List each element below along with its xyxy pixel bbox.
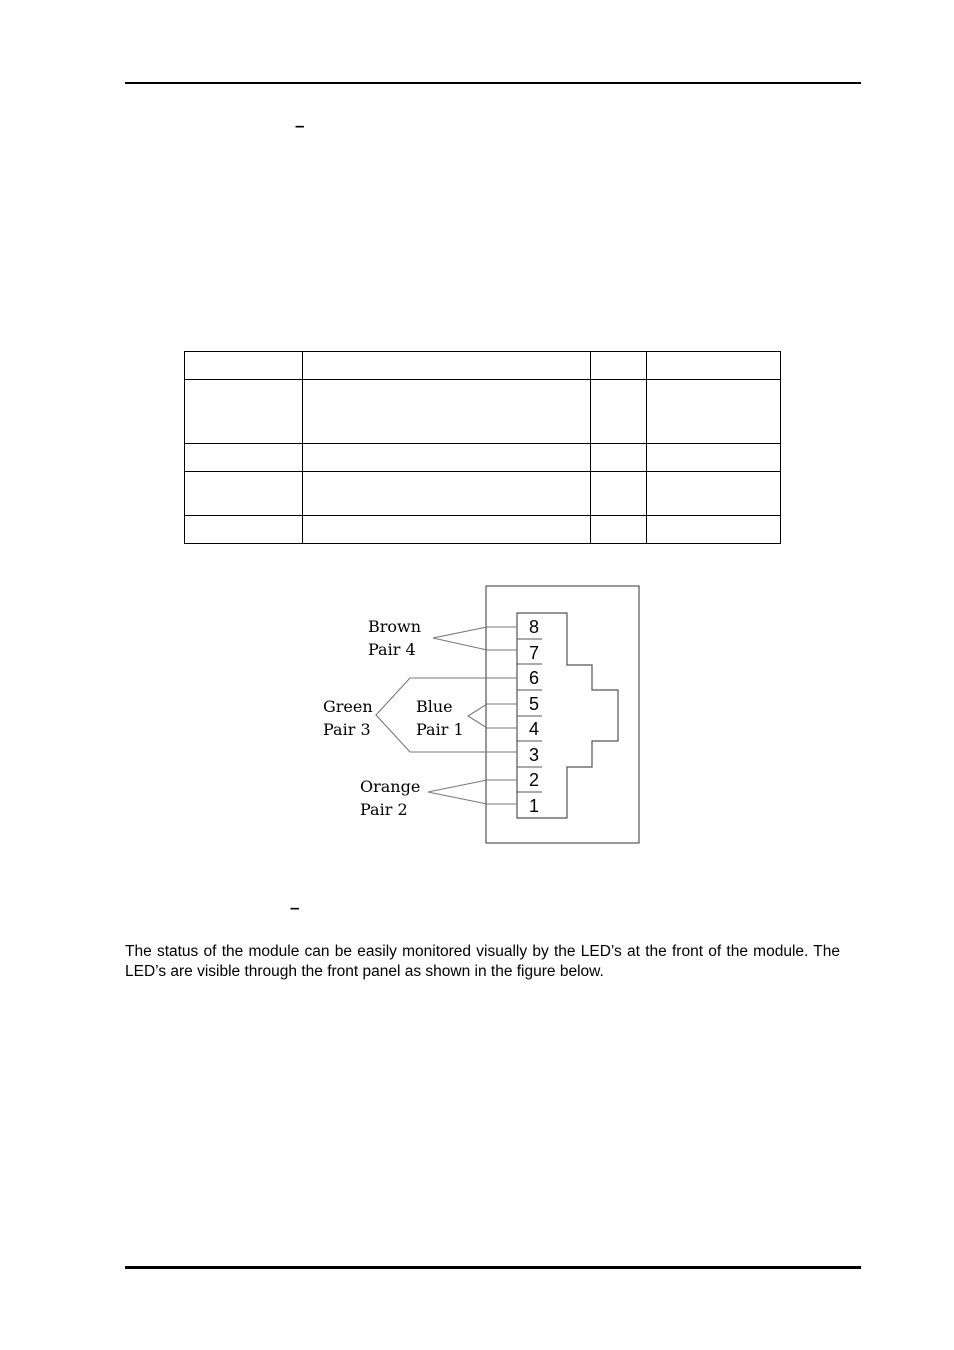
table-cell — [184, 351, 303, 380]
brown-pair-wire — [432, 626, 517, 651]
pin-number: 7 — [529, 643, 539, 663]
table-cell — [184, 443, 303, 472]
connector-housing — [485, 585, 640, 844]
table-cell — [302, 443, 591, 472]
green-pair-label: Pair 3 — [323, 720, 371, 739]
green-label: Green — [323, 697, 373, 716]
section-heading-fragment: – — [295, 116, 305, 135]
pin-number: 8 — [529, 617, 539, 637]
pin-dividers — [517, 638, 542, 793]
pin-number: 6 — [529, 668, 539, 688]
table-cell — [302, 515, 591, 544]
orange-pair-label: Pair 2 — [360, 800, 408, 819]
table-cell — [184, 515, 303, 544]
blue-pair-label: Pair 1 — [416, 720, 464, 739]
brown-pair-label: Pair 4 — [368, 640, 416, 659]
table-row — [184, 351, 781, 380]
green-pair-wire — [375, 677, 517, 753]
connector-plug-outline — [516, 612, 619, 819]
pin-number: 3 — [529, 745, 539, 765]
header-rule — [125, 82, 861, 84]
table-cell — [590, 471, 647, 516]
pinout-table — [184, 351, 781, 544]
table-cell — [302, 351, 591, 380]
blue-label: Blue — [416, 697, 453, 716]
table-cell — [184, 379, 303, 444]
table-row — [184, 471, 781, 516]
body-paragraph: The status of the module can be easily m… — [125, 942, 840, 980]
table-cell — [590, 515, 647, 544]
table-row — [184, 515, 781, 544]
pin-number: 4 — [529, 719, 539, 739]
table-cell — [302, 471, 591, 516]
table-row — [184, 379, 781, 444]
pin-number: 1 — [529, 796, 539, 816]
table-cell — [646, 379, 781, 444]
table-row — [184, 443, 781, 472]
orange-pair-wire — [427, 779, 517, 805]
section-heading-fragment: – — [290, 898, 300, 917]
wire-lines — [375, 626, 517, 805]
table-cell — [590, 379, 647, 444]
table-cell — [646, 515, 781, 544]
orange-label: Orange — [360, 777, 420, 796]
pin-number: 5 — [529, 694, 539, 714]
pin-number: 2 — [529, 770, 539, 790]
table-cell — [646, 351, 781, 380]
blue-pair-wire — [466, 703, 517, 729]
brown-label: Brown — [368, 617, 421, 636]
footer-rule — [125, 1266, 861, 1269]
